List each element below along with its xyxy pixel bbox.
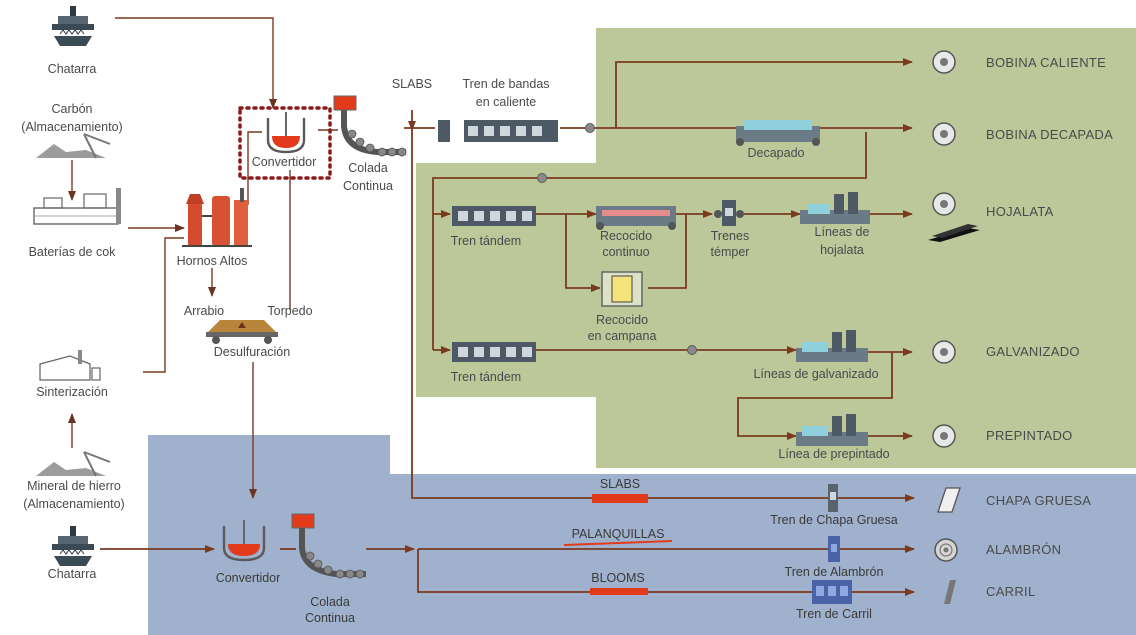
label-lineas-galvanizado: Líneas de galvanizado [753, 367, 878, 381]
continuous-caster-icon-bottom [291, 513, 366, 579]
label-recocido-continuo-2: continuo [602, 245, 649, 259]
sinter-plant-icon [39, 350, 101, 381]
label-baterias: Baterías de cok [29, 245, 117, 259]
scrap-crane-icon-bottom [52, 526, 94, 566]
flow-lines [68, 17, 915, 596]
label-arrabio: Arrabio [184, 304, 224, 318]
label-convertidor-bottom: Convertidor [216, 571, 281, 585]
tin-sheets-icon [928, 224, 980, 242]
hot-strip-mill-icon [438, 120, 558, 142]
label-carril: CARRIL [986, 584, 1035, 599]
label-trenes-temper-2: témper [711, 245, 750, 259]
coil-icon-galvanizado [932, 340, 956, 364]
pickling-line-icon [736, 120, 820, 146]
label-tren-carril: Tren de Carril [796, 607, 872, 621]
label-recocido-continuo-1: Recocido [600, 229, 652, 243]
wire-rod-mill-icon [828, 536, 840, 562]
tandem-mill-icon-top [452, 206, 536, 226]
wire-coil-icon [934, 538, 958, 562]
label-mineral-sub: (Almacenamiento) [23, 497, 124, 511]
label-slabs-top: SLABS [392, 77, 432, 91]
label-lineas-hojalata-1: Líneas de [815, 225, 870, 239]
blast-furnace-icon [182, 188, 252, 247]
slab-bar-icon [592, 494, 648, 503]
label-mineral: Mineral de hierro [27, 479, 121, 493]
plate-icon [937, 487, 961, 513]
label-hornos: Hornos Altos [177, 254, 248, 268]
label-tren-bandas-1: Tren de bandas [462, 77, 549, 91]
label-convertidor-top: Convertidor [252, 155, 317, 169]
label-bobina-decapada: BOBINA DECAPADA [986, 127, 1113, 142]
label-bobina-caliente: BOBINA CALIENTE [986, 55, 1106, 70]
scrap-crane-icon-top [52, 6, 94, 46]
batch-annealing-icon [601, 271, 643, 307]
label-galvanizado: GALVANIZADO [986, 344, 1080, 359]
labels-flat: Decapado Tren tándem Recocido continuo T… [451, 146, 890, 461]
labels-products: BOBINA CALIENTE BOBINA DECAPADA HOJALATA… [986, 55, 1113, 599]
converter-highlight-box [238, 106, 332, 180]
label-linea-prepintado: Línea de prepintado [778, 447, 889, 461]
label-colada-top-2: Continua [343, 179, 393, 193]
galvanizing-line-icon [796, 330, 868, 362]
label-palanquillas: PALANQUILLAS [572, 527, 665, 541]
label-chapa-gruesa: CHAPA GRUESA [986, 493, 1091, 508]
label-hojalata: HOJALATA [986, 204, 1054, 219]
label-tren-bandas-2: en caliente [476, 95, 537, 109]
label-recocido-campana-1: Recocido [596, 313, 648, 327]
rail-mill-icon [812, 580, 852, 604]
green-panel [416, 28, 1136, 468]
label-carbon: Carbón [52, 102, 93, 116]
flow-nodes [537, 123, 697, 355]
label-sinterizacion: Sinterización [36, 385, 108, 399]
palanquillas-underline [563, 540, 673, 546]
labels-integrated: Hornos Altos Arrabio Torpedo Desulfuraci… [177, 77, 550, 359]
label-tren-alambron: Tren de Alambrón [785, 565, 884, 579]
continuous-caster-icon-top [333, 95, 407, 157]
coil-icon-prepintado [932, 424, 956, 448]
continuous-annealing-icon [596, 206, 676, 230]
torpedo-ladle-icon [206, 320, 278, 344]
label-tren-tandem-top: Tren tándem [451, 234, 521, 248]
blooms-bar-icon [590, 588, 648, 595]
labels-electric: Convertidor Colada Continua SLABS PALANQ… [216, 477, 898, 625]
prepaint-line-icon [796, 414, 868, 446]
label-decapado: Decapado [748, 146, 805, 160]
label-trenes-temper-1: Trenes [711, 229, 749, 243]
label-colada-top-1: Colada [348, 161, 388, 175]
tinplate-line-icon [800, 192, 870, 224]
label-recocido-campana-2: en campana [588, 329, 657, 343]
label-chatarra-top: Chatarra [48, 62, 97, 76]
label-tren-chapa: Tren de Chapa Gruesa [770, 513, 897, 527]
coil-icon-bobina-caliente [932, 50, 956, 74]
coke-battery-icon [33, 188, 121, 225]
labels-raw: Chatarra Carbón (Almacenamiento) Batería… [21, 62, 124, 581]
rail-icon [944, 580, 956, 604]
label-carbon-sub: (Almacenamiento) [21, 120, 122, 134]
label-colada-bottom-1: Colada [310, 595, 350, 609]
label-prepintado: PREPINTADO [986, 428, 1073, 443]
converter-icon-bottom [222, 520, 266, 562]
coil-icon-bobina-decapada [932, 122, 956, 146]
label-colada-bottom-2: Continua [305, 611, 355, 625]
label-chatarra-bottom: Chatarra [48, 567, 97, 581]
plate-mill-icon [828, 484, 838, 512]
converter-icon-top [266, 112, 306, 154]
label-lineas-hojalata-2: hojalata [820, 243, 864, 257]
coal-pile-icon [36, 133, 111, 159]
label-blooms: BLOOMS [591, 571, 645, 585]
ore-pile-icon [36, 451, 111, 477]
temper-mill-icon [714, 200, 744, 226]
blue-panel [148, 435, 1136, 635]
label-slabs-bottom: SLABS [600, 477, 640, 491]
tandem-mill-icon-bottom [452, 342, 536, 362]
label-alambron: ALAMBRÓN [986, 542, 1061, 557]
coil-icon-hojalata [932, 192, 956, 216]
label-desulfuracion: Desulfuración [214, 345, 290, 359]
label-torpedo: Torpedo [267, 304, 312, 318]
label-tren-tandem-bottom: Tren tándem [451, 370, 521, 384]
